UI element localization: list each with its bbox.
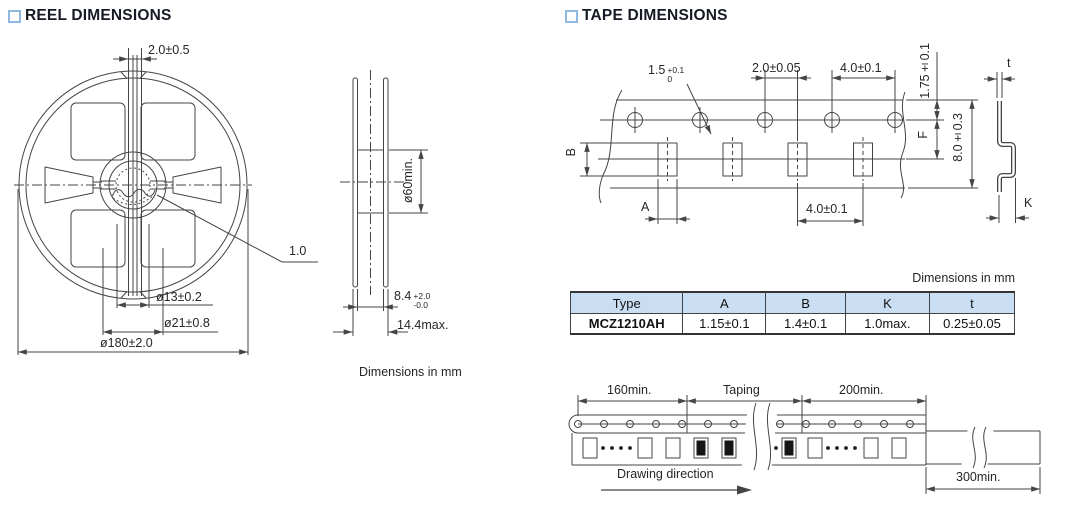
tape-section-title: TAPE DIMENSIONS xyxy=(565,7,728,25)
tape-packing-drawing xyxy=(568,395,1041,495)
dim-dia13-label: ø13±0.2 xyxy=(156,290,202,304)
dim-width144-label: 14.4max. xyxy=(397,318,449,332)
dim-hole-dia-upper-tol: +0.1 xyxy=(667,65,685,75)
dim-dia180-label: ø180±2.0 xyxy=(100,336,153,350)
dim-t-label: t xyxy=(1007,56,1011,70)
dim-slot-width-label: 2.0±0.5 xyxy=(148,43,190,57)
col-header-b: B xyxy=(765,291,846,314)
reel-front-view-drawing xyxy=(14,48,318,355)
dim-dia60-label: ø60min. xyxy=(401,158,415,204)
tape-title-text: TAPE DIMENSIONS xyxy=(582,7,728,24)
dim-b-label: B xyxy=(564,148,578,157)
dim-k-label: K xyxy=(1024,196,1033,210)
dim-leader-length-label: 160min. xyxy=(607,383,652,397)
reel-units-note: Dimensions in mm xyxy=(359,365,462,379)
cell-a: 1.15±0.1 xyxy=(682,313,767,335)
drawing-direction-arrow xyxy=(737,485,752,495)
dim-a-label: A xyxy=(641,200,650,214)
drawing-direction-label: Drawing direction xyxy=(617,467,714,481)
dim-trailer-length-label: 200min. xyxy=(839,383,884,397)
cell-t: 0.25±0.05 xyxy=(928,313,1016,335)
dim-pocket-pitch-label: 4.0±0.1 xyxy=(806,202,848,216)
dim-hole-pitch-label: 4.0±0.1 xyxy=(840,61,882,75)
dim-f-label: F xyxy=(916,131,930,139)
dim-width84-value: 8.4 xyxy=(394,289,412,303)
dim-dia21-label: ø21±0.8 xyxy=(164,316,210,330)
col-header-a: A xyxy=(682,291,767,314)
dim-hub-detail-label: 1.0 xyxy=(289,244,307,258)
col-header-t: t xyxy=(928,291,1016,314)
tape-dimensions-table: Type A B K t MCZ1210AH 1.15±0.1 1.4±0.1 … xyxy=(569,291,1016,335)
cell-type: MCZ1210AH xyxy=(569,313,684,335)
col-header-type: Type xyxy=(569,291,684,314)
tape-section-view-drawing xyxy=(984,72,1029,223)
table-header-row: Type A B K t xyxy=(569,291,1016,314)
dim-hole-to-pocket-label: 2.0±0.05 xyxy=(752,61,801,75)
dim-width84-label: 8.4+2.0-0.0 xyxy=(394,289,431,310)
dim-edge-to-hole-label: 1.75±0.1 xyxy=(918,43,932,99)
dim-tape-width-label: 8.0±0.3 xyxy=(951,113,965,162)
dim-end-length-label: 300min. xyxy=(956,470,1001,484)
dim-hole-dia-value: 1.5 xyxy=(648,63,666,77)
reel-side-view-drawing xyxy=(333,70,428,336)
title-square-icon xyxy=(8,9,21,23)
table-units-note: Dimensions in mm xyxy=(912,271,1015,285)
title-square-icon xyxy=(565,9,578,23)
dim-width84-lower-tol: -0.0 xyxy=(413,299,429,310)
cell-k: 1.0max. xyxy=(844,313,930,335)
col-header-k: K xyxy=(844,291,930,314)
taping-zone-label: Taping xyxy=(723,383,760,397)
tape-top-view-drawing xyxy=(580,52,978,226)
reel-title-text: REEL DIMENSIONS xyxy=(25,7,172,24)
cell-b: 1.4±0.1 xyxy=(765,313,846,335)
reel-section-title: REEL DIMENSIONS xyxy=(8,7,172,25)
dim-width84-upper-tol: +2.0 xyxy=(413,291,431,301)
table-data-row: MCZ1210AH 1.15±0.1 1.4±0.1 1.0max. 0.25±… xyxy=(569,313,1016,335)
dim-hole-dia-lower-tol: 0 xyxy=(667,73,673,84)
